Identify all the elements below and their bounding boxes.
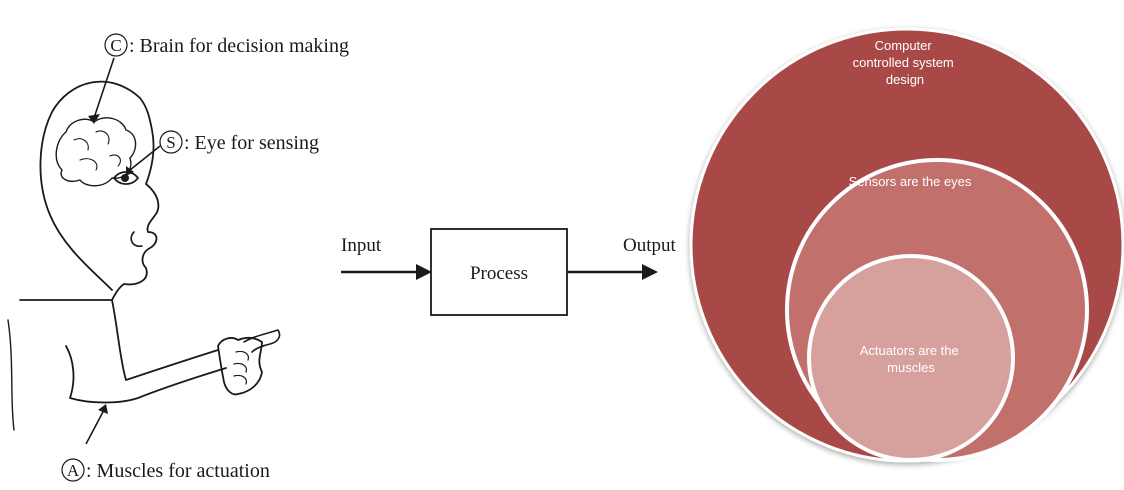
pointing-finger: [243, 329, 281, 353]
muscle-letter: A: [67, 461, 80, 480]
mouth-outline: [130, 231, 143, 248]
outer-label-line-3: design: [886, 72, 924, 87]
torso-outline: [19, 299, 219, 381]
eye-letter: S: [166, 133, 175, 152]
pupil-icon: [121, 174, 129, 182]
middle-circle-label: Sensors are the eyes: [849, 174, 972, 189]
inner-circle-label: Actuators are the muscles: [860, 343, 963, 375]
io-flow: Input Process Output: [341, 228, 677, 316]
muscle-pointer-head: [98, 404, 108, 414]
eye-pointer: [129, 145, 161, 171]
process-box: [430, 228, 568, 316]
eye-pointer-head: [126, 166, 134, 176]
output-arrow-head: [642, 264, 658, 280]
outer-label-line-1: Computer: [875, 38, 933, 53]
outer-circle-label: Computer controlled system design: [853, 38, 958, 87]
circle-c-icon: [104, 33, 128, 57]
outer-label-line-2: controlled system: [853, 55, 954, 70]
brain-fold-1: [73, 130, 121, 171]
nested-circles: Computer controlled system design Sensor…: [689, 27, 1124, 463]
brain-letter: C: [110, 36, 121, 55]
process-label: Process: [470, 263, 528, 284]
label-brain: C : Brain for decision making: [104, 33, 349, 57]
brain-label: : Brain for decision making: [129, 35, 349, 57]
hand-outline: [217, 336, 263, 396]
brain-pointer: [93, 57, 115, 119]
muscle-label: : Muscles for actuation: [86, 460, 270, 482]
inner-label-line-2: muscles: [887, 360, 935, 375]
knuckles: [233, 350, 249, 385]
input-label: Input: [341, 235, 382, 256]
input-arrow-head: [416, 264, 432, 280]
human-figure: [7, 80, 281, 431]
output-label: Output: [623, 235, 677, 256]
muscle-pointer: [85, 409, 105, 445]
brain-pointer-head: [88, 114, 100, 124]
inner-label-line-1: Actuators are the: [860, 343, 959, 358]
figure-arrows: [85, 57, 161, 445]
eye-icon: [113, 171, 139, 185]
label-eye: S : Eye for sensing: [159, 130, 319, 154]
circle-s-icon: [159, 130, 183, 154]
label-muscle: A : Muscles for actuation: [61, 458, 270, 482]
brain-outline: [55, 117, 137, 187]
circle-a-icon: [61, 458, 85, 482]
inner-circle: [807, 254, 1015, 462]
eye-label: : Eye for sensing: [184, 132, 319, 154]
head-outline: [39, 80, 160, 301]
arm-outline: [65, 345, 227, 404]
back-line: [7, 319, 15, 431]
